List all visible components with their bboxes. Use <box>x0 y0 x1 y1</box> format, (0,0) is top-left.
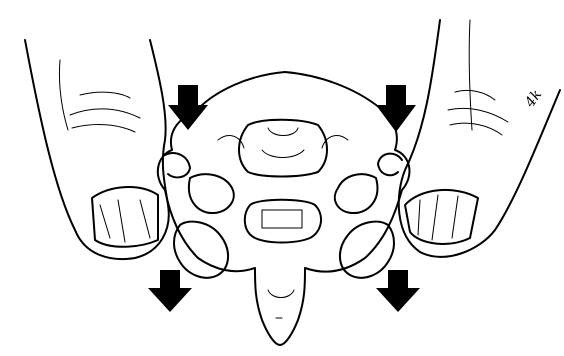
arrow-bottom-left <box>148 270 192 312</box>
down-arrow-icon <box>376 270 420 312</box>
arrow-bottom-right <box>376 270 420 312</box>
down-arrow-icon <box>148 270 192 312</box>
arrow-top-left <box>168 85 208 130</box>
left-thumb-icon <box>25 40 169 259</box>
down-arrow-icon <box>376 85 416 132</box>
down-arrow-icon <box>168 85 208 130</box>
artist-signature: 4k <box>522 87 546 111</box>
arrow-top-right <box>376 85 416 132</box>
right-thumb-icon <box>399 20 560 257</box>
